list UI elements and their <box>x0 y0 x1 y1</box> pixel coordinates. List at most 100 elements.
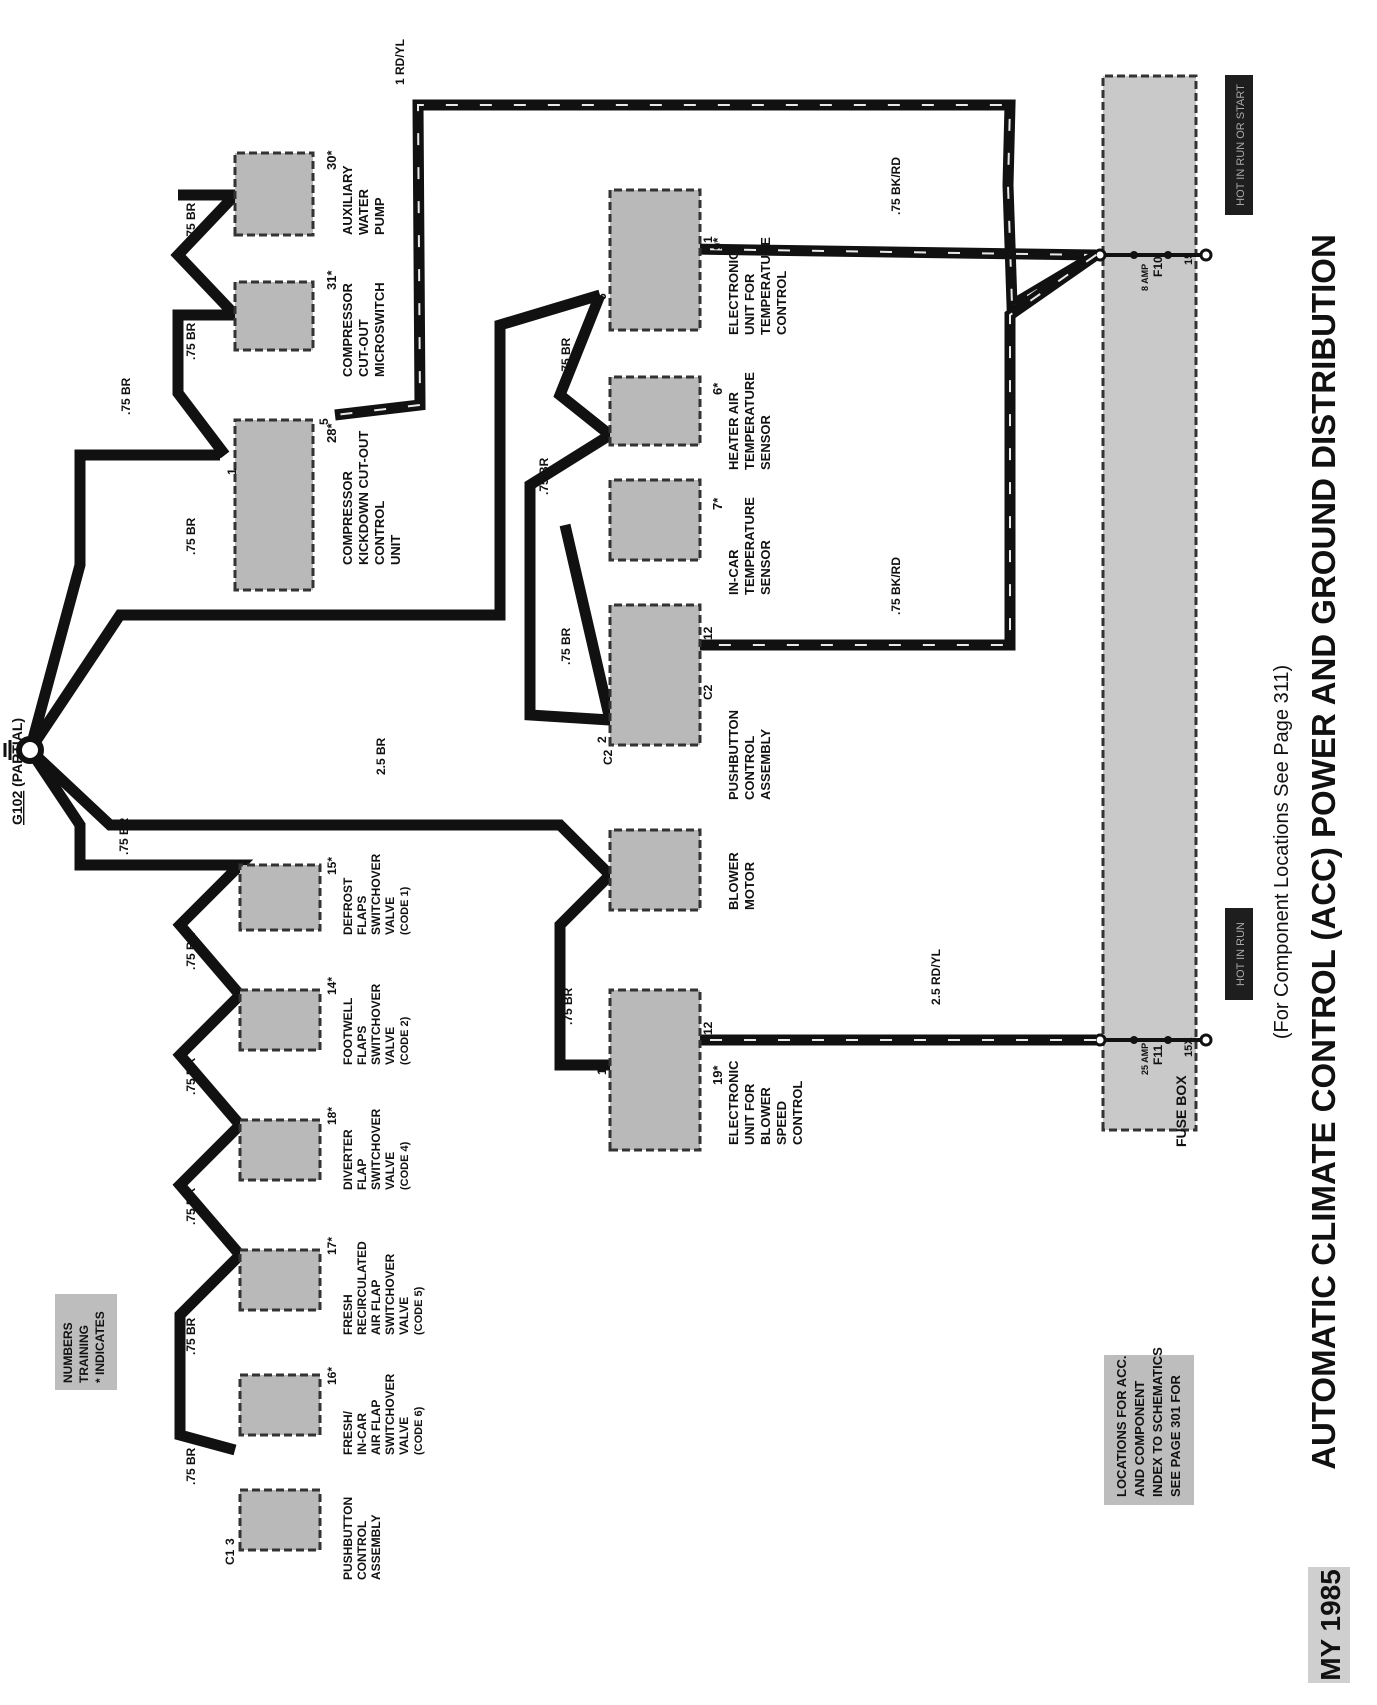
see-note-box <box>1104 1355 1194 1505</box>
svg-text:C1: C1 <box>223 1549 237 1565</box>
label-wire-br-7: .75 BR <box>559 627 573 665</box>
hot-run-start-badge <box>1225 75 1253 215</box>
fuse-f10-terminal <box>1199 248 1213 262</box>
svg-text:CONTROL: CONTROL <box>372 501 387 565</box>
label-wire-br-3: .75 BR <box>119 377 133 415</box>
fuse-f11-term: 15X <box>1183 1037 1195 1057</box>
label-fresh-recirc: 17* FRESH RECIRCULATED AIR FLAP SWITCHOV… <box>325 1237 425 1335</box>
label-wire-br-11: .75 BR <box>184 1057 198 1095</box>
svg-text:9*: 9* <box>710 237 725 250</box>
svg-text:12: 12 <box>701 626 715 640</box>
svg-text:SWITCHOVER: SWITCHOVER <box>369 983 383 1065</box>
svg-text:VALVE: VALVE <box>383 897 397 935</box>
label-pushbutton-top: PUSHBUTTON CONTROL ASSEMBLY 12 C2 2 C2 <box>595 626 773 800</box>
svg-text:10: 10 <box>595 1061 609 1075</box>
training-note-l2: TRAINING <box>77 1325 91 1383</box>
label-wire-br-6: .75 BR <box>537 457 551 495</box>
svg-text:UNIT FOR: UNIT FOR <box>742 273 757 335</box>
fuse-f10-node2 <box>1164 251 1172 259</box>
label-wire-1rdyl: 1 RD/YL <box>393 39 407 85</box>
see-note-l3: AND COMPONENT <box>1132 1381 1147 1497</box>
box-pushbutton-top <box>608 603 702 747</box>
wire-bkrd-a <box>689 243 1097 261</box>
label-wire-br-9: .75 BR <box>117 817 131 855</box>
svg-text:7*: 7* <box>710 497 725 510</box>
svg-text:18*: 18* <box>325 1107 339 1125</box>
ground-node <box>16 736 44 764</box>
svg-text:17*: 17* <box>325 1237 339 1255</box>
box-diverter <box>238 1118 322 1182</box>
hot-run-start-text: HOT IN RUN OR START <box>1235 84 1247 206</box>
see-note-l4: LOCATIONS FOR ACC. <box>1114 1355 1129 1497</box>
svg-text:SENSOR: SENSOR <box>758 414 773 470</box>
label-blower-motor: BLOWER MOTOR <box>726 852 757 910</box>
svg-text:FRESH/: FRESH/ <box>341 1410 355 1455</box>
ground-mid-trunk <box>25 289 602 754</box>
label-wire-br-14: .75 BR <box>184 1447 198 1485</box>
svg-text:31*: 31* <box>324 270 339 290</box>
hot-run-text: HOT IN RUN <box>1235 922 1247 986</box>
svg-text:SWITCHOVER: SWITCHOVER <box>383 1253 397 1335</box>
label-heater-sensor: 6* HEATER AIR TEMPERATURE SENSOR <box>710 372 773 470</box>
diagram-subtitle: (For Component Locations See Page 311) <box>1271 665 1293 1039</box>
svg-text:BLOWER: BLOWER <box>726 852 741 910</box>
box-heater-sensor <box>608 375 702 447</box>
svg-text:TEMPERATURE: TEMPERATURE <box>758 237 773 335</box>
label-wire-br-4: .75 BR <box>184 517 198 555</box>
svg-text:VALVE: VALVE <box>397 1297 411 1335</box>
diagram-title: AUTOMATIC CLIMATE CONTROL (ACC) POWER AN… <box>1305 234 1342 1470</box>
label-pushbutton-bottom: PUSHBUTTON CONTROL ASSEMBLY 3 C1 <box>223 1497 383 1580</box>
svg-text:3: 3 <box>223 1538 237 1545</box>
fuse-box-label: FUSE BOX <box>1173 1075 1189 1147</box>
svg-text:TEMPERATURE: TEMPERATURE <box>742 372 757 470</box>
svg-text:12: 12 <box>701 1021 715 1035</box>
svg-text:30*: 30* <box>324 150 339 170</box>
svg-text:FLAPS: FLAPS <box>355 896 369 935</box>
svg-text:CONTROL: CONTROL <box>742 736 757 800</box>
label-footwell: 14* FOOTWELL FLAPS SWITCHOVER VALVE (COD… <box>325 977 411 1065</box>
box-fresh-recirc <box>238 1248 322 1312</box>
label-wire-25rdyl: 2.5 RD/YL <box>929 949 943 1005</box>
wire-1-rdyl-stripe <box>334 104 1097 416</box>
svg-text:CONTROL: CONTROL <box>355 1521 369 1580</box>
svg-text:AUXILIARY: AUXILIARY <box>340 165 355 235</box>
svg-text:6*: 6* <box>710 382 725 395</box>
svg-text:RECIRCULATED: RECIRCULATED <box>355 1241 369 1335</box>
svg-text:SWITCHOVER: SWITCHOVER <box>383 1373 397 1455</box>
svg-text:(CODE 6): (CODE 6) <box>413 1406 425 1455</box>
svg-text:(CODE 5): (CODE 5) <box>413 1286 425 1335</box>
ground-mid-chain <box>524 292 620 726</box>
svg-text:2: 2 <box>595 736 609 743</box>
svg-text:BLOWER: BLOWER <box>758 1087 773 1145</box>
box-euttc <box>608 188 702 332</box>
fuse-f11-name: F11 <box>1151 1045 1165 1065</box>
see-note-l2: INDEX TO SCHEMATICS <box>1150 1347 1165 1497</box>
svg-text:FRESH: FRESH <box>341 1294 355 1335</box>
label-wire-br-13: .75 BR <box>184 1317 198 1355</box>
fuse-f11-node <box>1130 1036 1138 1044</box>
svg-text:HEATER AIR: HEATER AIR <box>726 391 741 470</box>
svg-text:6: 6 <box>595 293 609 300</box>
svg-text:COMPRESSOR: COMPRESSOR <box>340 470 355 565</box>
svg-text:COMPRESSOR: COMPRESSOR <box>340 282 355 377</box>
svg-text:ASSEMBLY: ASSEMBLY <box>369 1514 383 1580</box>
label-wire-bkrd-a: .75 BK/RD <box>889 157 903 215</box>
svg-text:19*: 19* <box>710 1065 725 1085</box>
svg-text:PUSHBUTTON: PUSHBUTTON <box>726 710 741 800</box>
svg-text:ELECTRONIC: ELECTRONIC <box>726 1060 741 1145</box>
label-comp-kickdown: 28* COMPRESSOR KICKDOWN CUT-OUT CONTROL … <box>225 418 403 565</box>
box-blower-speed <box>608 988 702 1152</box>
fuse-f10-term: 15 <box>1183 253 1195 265</box>
svg-text:DIVERTER: DIVERTER <box>341 1129 355 1190</box>
svg-text:DEFROST: DEFROST <box>341 877 355 935</box>
svg-text:CUT-OUT: CUT-OUT <box>356 319 371 377</box>
svg-text:(CODE 2): (CODE 2) <box>399 1016 411 1065</box>
svg-text:14*: 14* <box>325 977 339 995</box>
box-pushbutton-bottom <box>238 1488 322 1552</box>
svg-text:1: 1 <box>701 236 715 243</box>
svg-text:PUSHBUTTON: PUSHBUTTON <box>341 1497 355 1580</box>
svg-text:CONTROL: CONTROL <box>790 1081 805 1145</box>
